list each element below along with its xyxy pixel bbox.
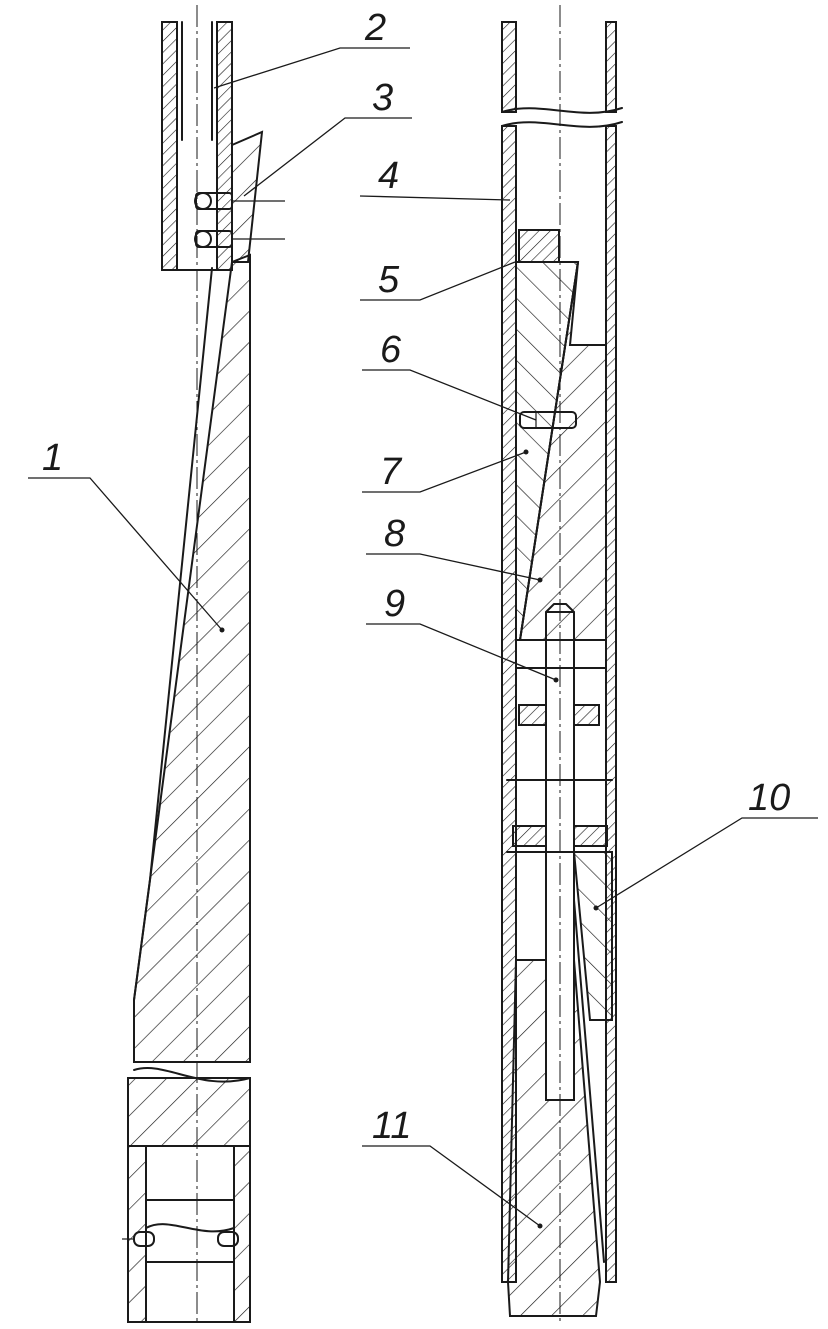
callout-labels: 1 2 3 4 5 6 7 8 9 10 11 xyxy=(28,7,818,1229)
leader-7 xyxy=(362,451,527,493)
label-9: 9 xyxy=(384,583,405,625)
pin-part-6 xyxy=(519,411,577,429)
top-block-part-5 xyxy=(518,229,560,263)
leader-6 xyxy=(362,369,537,421)
label-6: 6 xyxy=(380,329,402,371)
right-assembly xyxy=(501,5,623,1325)
leader-3 xyxy=(243,117,412,197)
label-4: 4 xyxy=(378,155,399,197)
leader-8 xyxy=(366,553,541,581)
lower-slant-line xyxy=(573,899,605,1263)
leader-10 xyxy=(595,817,818,909)
left-assembly xyxy=(122,5,285,1325)
left-lower-body xyxy=(122,1077,251,1323)
wedge-slant-edge xyxy=(133,267,213,1001)
bottom-body-part-11 xyxy=(506,959,602,1317)
part-10 xyxy=(572,851,613,1021)
leader-5 xyxy=(360,261,516,301)
label-11: 11 xyxy=(372,1105,411,1147)
leader-4 xyxy=(359,195,511,201)
leader-9 xyxy=(366,623,557,681)
wedge-slant-line xyxy=(519,261,579,641)
outer-tube-part-4 xyxy=(501,21,623,1283)
label-7: 7 xyxy=(380,451,403,493)
label-10: 10 xyxy=(748,777,790,819)
leader-2 xyxy=(213,47,410,89)
label-3: 3 xyxy=(372,77,393,119)
label-5: 5 xyxy=(378,259,400,301)
leader-1 xyxy=(28,477,223,631)
wedge-top-clamp xyxy=(231,130,264,263)
label-2: 2 xyxy=(364,7,386,49)
label-1: 1 xyxy=(42,437,63,479)
leader-11 xyxy=(362,1145,541,1227)
long-wedge-part-1 xyxy=(133,253,251,1063)
label-8: 8 xyxy=(384,513,405,555)
